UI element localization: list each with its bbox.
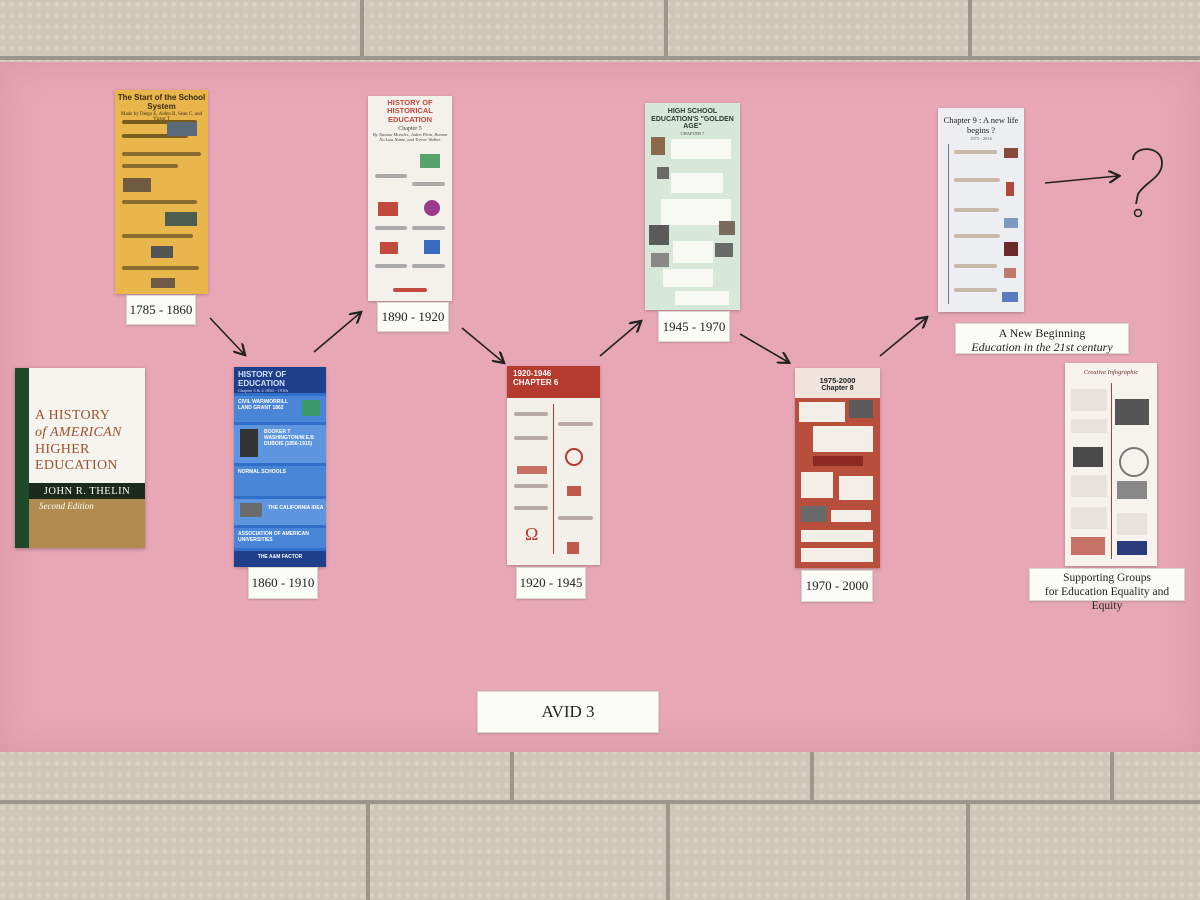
poster-chapter: Chapter 8 — [821, 385, 854, 392]
arrow-1 — [209, 317, 244, 354]
label-supporting-groups: Supporting Groups for Education Equality… — [1029, 568, 1185, 612]
arrow-7 — [1044, 176, 1118, 184]
poster-years: 1975 - 2016 — [970, 135, 992, 141]
poster-subtitle: Chapter 3 & 4 1850 - 1910s — [238, 388, 289, 393]
poster-title: HISTORY OF EDUCATION — [238, 370, 287, 388]
poster-authors: By Tatiana Morales, Jaden Pleta, Roman N… — [372, 131, 448, 143]
book-title-line: HIGHER — [35, 441, 90, 457]
book-title-line: A HISTORY — [35, 408, 111, 423]
arrow-4 — [599, 322, 640, 357]
poster-subtitle: Made by Diego E, Aiden R, Sean C, and Vi… — [121, 112, 202, 122]
arrow-3 — [461, 327, 503, 362]
book-title: A HISTORY of AMERICAN HIGHER EDUCATION — [35, 408, 143, 475]
date-label-1920-1945: 1920 - 1945 — [516, 567, 586, 599]
poster-item: BOOKER T WASHINGTON/W.E.B DUBOIS (1856-1… — [264, 429, 314, 447]
poster-title: 1975-2000 — [819, 376, 856, 385]
book-title-line: EDUCATION — [35, 458, 118, 474]
label-line: Education in the 21st century — [971, 340, 1113, 355]
poster-title: The Start of the School System — [117, 93, 206, 111]
poster-chapter: CHAPTER 6 — [513, 378, 559, 387]
poster-creative-infographic: Creative Infographic — [1065, 363, 1157, 566]
arrow-2 — [313, 313, 360, 353]
date-label-1890-1920: 1890 - 1920 — [377, 302, 449, 332]
label-line: Supporting Groups — [1063, 572, 1151, 584]
poster-start-of-school-system: The Start of the School System Made by D… — [115, 90, 208, 294]
poster-title: Creative Infographic — [1083, 369, 1139, 376]
date-label-1970-2000: 1970 - 2000 — [801, 570, 873, 602]
poster-item: ASSOCIATION OF AMERICAN UNIVERSITIES — [238, 531, 309, 543]
poster-title: HIGH SCHOOL EDUCATION'S "GOLDEN AGE" — [651, 108, 734, 131]
class-label-avid-3: AVID 3 — [477, 691, 659, 733]
poster-chapter: Chapter 5 — [398, 125, 422, 132]
label-line: for Education Equality and Equity — [1044, 585, 1170, 612]
omega-icon: Ω — [525, 524, 539, 544]
arrow-5 — [739, 333, 788, 362]
poster-item: NORMAL SCHOOLS — [238, 469, 286, 475]
book-title-line: of AMERICAN — [35, 424, 122, 440]
poster-history-of-education: HISTORY OF EDUCATION Chapter 3 & 4 1850 … — [234, 367, 326, 567]
poster-title: HISTORY OF HISTORICAL EDUCATION — [387, 98, 433, 124]
poster-title: 1920-1946 — [513, 369, 552, 378]
label-new-beginning: A New Beginning Education in the 21st ce… — [955, 323, 1129, 354]
date-label-1785-1860: 1785 - 1860 — [126, 295, 196, 325]
label-line: A New Beginning — [998, 326, 1086, 340]
poster-history-of-historical-education: HISTORY OF HISTORICAL EDUCATION Chapter … — [368, 96, 452, 301]
book-cover: A HISTORY of AMERICAN HIGHER EDUCATION J… — [15, 368, 145, 548]
book-edition: Second Edition — [39, 501, 94, 511]
date-label-1860-1910: 1860 - 1910 — [248, 567, 318, 599]
book-author: JOHN R. THELIN — [29, 483, 145, 499]
poster-high-school-golden-age: HIGH SCHOOL EDUCATION'S "GOLDEN AGE" CHA… — [645, 103, 740, 310]
date-label-1945-1970: 1945 - 1970 — [658, 311, 730, 342]
question-mark-icon — [1132, 148, 1163, 205]
poster-item: THE A&M FACTOR — [257, 554, 303, 560]
question-dot-icon — [1133, 208, 1143, 218]
poster-1975-2000-chapter-8: 1975-2000 Chapter 8 — [795, 368, 880, 568]
poster-chapter: CHAPTER 7 — [680, 131, 705, 137]
poster-chapter-9-new-life: Chapter 9 : A new life begins ? 1975 - 2… — [938, 108, 1024, 312]
poster-title: Chapter 9 : A new life begins ? — [943, 115, 1019, 135]
poster-1920-1946-chapter-6: 1920-1946 CHAPTER 6 Ω — [507, 366, 600, 565]
arrow-6 — [879, 318, 926, 357]
poster-item: THE CALIFORNIA IDEA — [268, 505, 324, 511]
poster-item: CIVIL WAR/MORRILL LAND GRANT 1862 — [238, 399, 288, 411]
